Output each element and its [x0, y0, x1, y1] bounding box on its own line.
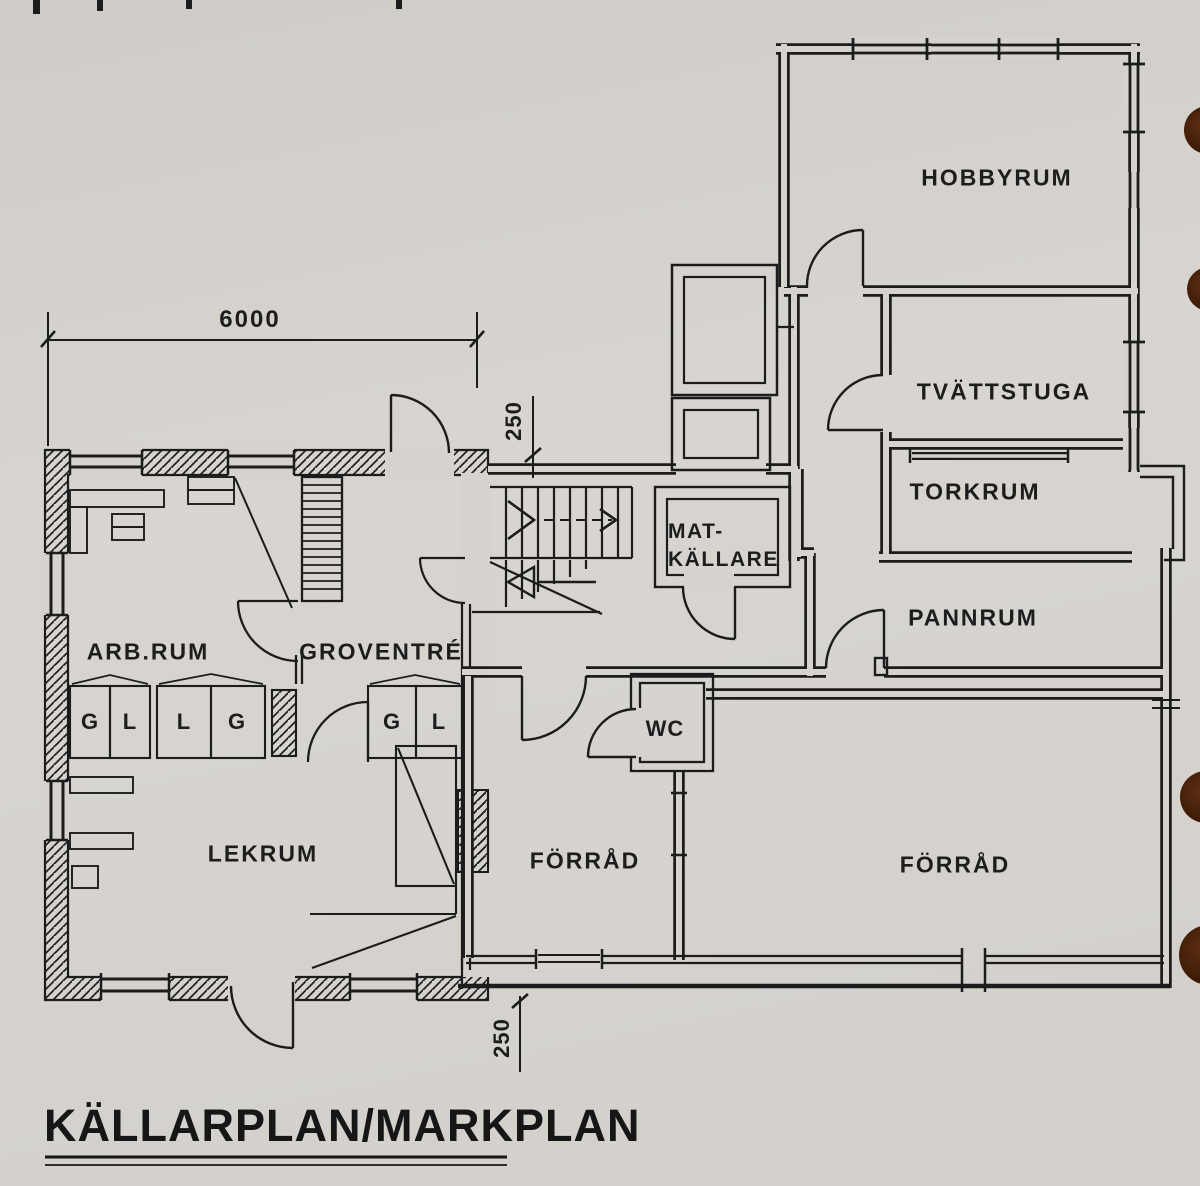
closet-letter-l: L	[122, 709, 138, 734]
room-label-hobbyrum: HOBBYRUM	[921, 164, 1073, 191]
left-building-interior	[68, 475, 464, 969]
outdoor-stair	[670, 263, 794, 472]
room-label-forrad-vast: FÖRRÅD	[529, 847, 641, 874]
closet-letter-l: L	[431, 709, 447, 734]
room-label-tvattstuga: TVÄTTSTUGA	[916, 378, 1092, 405]
room-label-torkrum: TORKRUM	[909, 478, 1041, 505]
left-building-walls	[41, 393, 492, 1050]
dimension-250-bottom: 250	[489, 1018, 514, 1058]
right-building-walls	[462, 38, 1186, 988]
closet-letter-l: L	[176, 709, 192, 734]
room-label-mat-kallare: MAT- KÄLLARE	[668, 518, 779, 574]
room-label-forrad-ost: FÖRRÅD	[899, 851, 1011, 878]
wc-room	[586, 672, 715, 773]
door-swings	[229, 393, 451, 1050]
dimension-lines	[40, 312, 542, 1072]
room-label-arbetsrum: ARB.RUM	[86, 638, 210, 665]
title-underline	[45, 1155, 507, 1166]
door-swings	[520, 228, 886, 742]
room-label-pannrum: PANNRUM	[908, 604, 1038, 631]
mat-kallare-line1: MAT-	[668, 520, 724, 543]
dimension-6000: 6000	[219, 306, 281, 333]
room-label-wc: WC	[645, 716, 685, 741]
staircase	[472, 485, 634, 615]
closet-letter-g: G	[227, 709, 247, 734]
closet-letter-g: G	[80, 709, 100, 734]
closet-letter-g: G	[382, 709, 402, 734]
south-wall	[458, 948, 1170, 992]
dimension-250-top: 250	[501, 401, 526, 441]
hole-punches	[1179, 107, 1200, 984]
room-label-lekrum: LEKRUM	[207, 840, 319, 867]
mat-kallare-room	[653, 485, 792, 641]
room-label-groventre: GROVENTRÉ	[299, 638, 463, 665]
mat-kallare-line2: KÄLLARE	[668, 548, 779, 571]
page-title: KÄLLARPLAN/MARKPLAN	[44, 1100, 641, 1151]
